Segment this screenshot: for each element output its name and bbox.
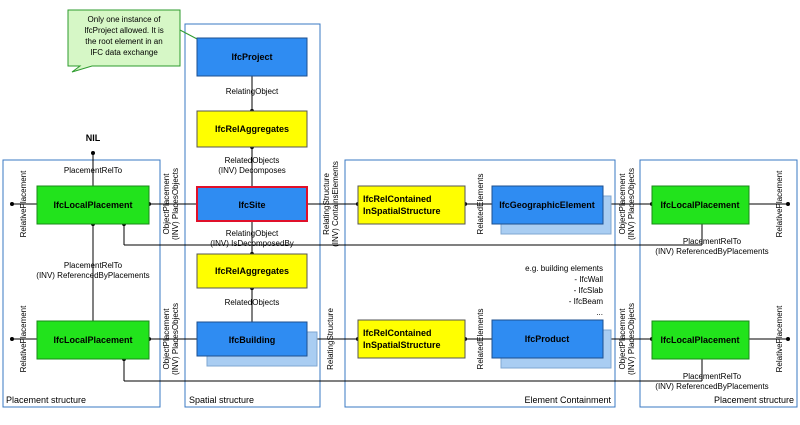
relating-object-site-label-1: RelatingObject [226,229,279,238]
relative-placement-left-bottom: RelativePlacement [19,305,28,372]
object-placement-left-top-1: ObjectPlacement [162,173,171,235]
ifc-site-label: IfcSite [238,200,265,210]
note-line-1: Only one instance of [88,15,162,24]
placement-structure-right-title: Placement structure [714,395,794,405]
ifc-local-placement-right-bottom-box[interactable]: IfcLocalPlacement [651,320,750,360]
ifc-local-placement-left-top-label: IfcLocalPlacement [53,200,132,210]
spatial-structure-title: Spatial structure [189,395,254,405]
object-placement-right-top-2: (INV) PlacesObjects [627,168,636,240]
ifc-rel-contained-bottom-box[interactable]: IfcRelContained InSpatialStructure [357,319,466,359]
object-placement-right-top-1: ObjectPlacement [618,173,627,235]
placement-rel-to-top-label: PlacementRelTo [64,166,123,175]
related-objects-top-label-1: RelatedObjects [225,156,280,165]
ifc-rel-aggregates-bottom-label: IfcRelAggregates [215,266,289,276]
ifc-rel-contained-bottom-label-2: InSpatialStructure [363,340,441,350]
note-line-2: IfcProject allowed. It is [84,26,164,35]
object-placement-left-top-2: (INV) PlacesObjects [171,168,180,240]
object-placement-right-bottom-2: (INV) PlacesObjects [627,303,636,375]
related-elements-top: RelatedElements [476,174,485,235]
ifc-geographic-element-label: IfcGeographicElement [499,200,595,210]
placement-structure-left-region [2,159,161,408]
building-elements-line-4: - IfcBeam [569,297,604,306]
ifc-rel-contained-top-label-2: InSpatialStructure [363,206,441,216]
ifc-building-box[interactable]: IfcBuilding [196,321,318,367]
element-containment-title: Element Containment [524,395,611,405]
object-placement-left-bottom-2: (INV) PlacesObjects [171,303,180,375]
ifc-product-box[interactable]: IfcProduct [491,319,612,369]
ifc-local-placement-right-bottom-label: IfcLocalPlacement [660,335,739,345]
relating-structure-contains-2: (INV) ContainsElements [331,161,340,247]
object-placement-left-bottom-1: ObjectPlacement [162,308,171,370]
ifc-geographic-element-box[interactable]: IfcGeographicElement [491,185,612,235]
relating-object-site-label-2: (INV) IsDecomposedBy [210,239,294,248]
placement-structure-right-region [639,159,798,408]
ifc-local-placement-right-top-label: IfcLocalPlacement [660,200,739,210]
ifc-project-label: IfcProject [231,52,272,62]
relative-placement-left-top: RelativePlacement [19,170,28,237]
nil-label: NIL [86,133,101,143]
ifc-rel-contained-top-box[interactable]: IfcRelContained InSpatialStructure [357,185,466,225]
ifc-rel-aggregates-top-box[interactable]: IfcRelAggregates [196,110,308,148]
relating-object-top-label: RelatingObject [226,87,279,96]
building-elements-line-3: - IfcSlab [574,286,604,295]
ifc-local-placement-left-bottom-label: IfcLocalPlacement [53,335,132,345]
ifc-project-box[interactable]: IfcProject [196,37,308,77]
spatial-structure-region [184,23,321,408]
related-elements-bottom: RelatedElements [476,309,485,370]
element-containment-region [344,159,616,408]
note-pointer [179,29,200,41]
ifc-local-placement-left-top-box[interactable]: IfcLocalPlacement [36,185,150,225]
ifc-rel-aggregates-top-label: IfcRelAggregates [215,124,289,134]
ifc-product-label: IfcProduct [525,334,570,344]
placement-rel-to-inv-right-top-2: (INV) ReferencedByPlacements [655,247,768,256]
relating-structure-contains-1: RelatingStructure [322,173,331,235]
related-objects-top-label-2: (INV) Decomposes [218,166,286,175]
ifc-local-placement-right-top-box[interactable]: IfcLocalPlacement [651,185,750,225]
building-elements-line-1: e.g. building elements [525,264,603,273]
relative-placement-right-top: RelativePlacement [775,170,784,237]
object-placement-right-bottom-1: ObjectPlacement [618,308,627,370]
placement-rel-to-inv-right-bottom-1: PlacementRelTo [683,372,742,381]
connector-lines [12,76,788,382]
placement-structure-left-title: Placement structure [6,395,86,405]
placement-rel-to-inv-right-bottom-2: (INV) ReferencedByPlacements [655,382,768,391]
ifc-local-placement-left-bottom-box[interactable]: IfcLocalPlacement [36,320,150,360]
related-objects-bottom-label: RelatedObjects [225,298,280,307]
relative-placement-right-bottom: RelativePlacement [775,305,784,372]
note-line-4: IFC data exchange [90,48,158,57]
placement-rel-to-inv-left-2: (INV) ReferencedByPlacements [36,271,149,280]
placement-rel-to-inv-right-top-1: PlacementRelTo [683,237,742,246]
note-line-3: the root element in an [85,37,162,46]
placement-rel-to-inv-left-1: PlacementRelTo [64,261,123,270]
building-elements-line-2: - IfcWall [574,275,603,284]
note-callout [67,9,181,73]
ifc-building-label: IfcBuilding [229,335,276,345]
ifc-rel-contained-bottom-label-1: IfcRelContained [363,328,432,338]
ifc-rel-contained-top-label-1: IfcRelContained [363,194,432,204]
building-elements-line-5: ... [596,308,603,317]
ifc-rel-aggregates-bottom-box[interactable]: IfcRelAggregates [196,253,308,289]
ifc-site-box[interactable]: IfcSite [196,186,308,222]
relating-structure-bottom: RelatingStructure [326,308,335,370]
